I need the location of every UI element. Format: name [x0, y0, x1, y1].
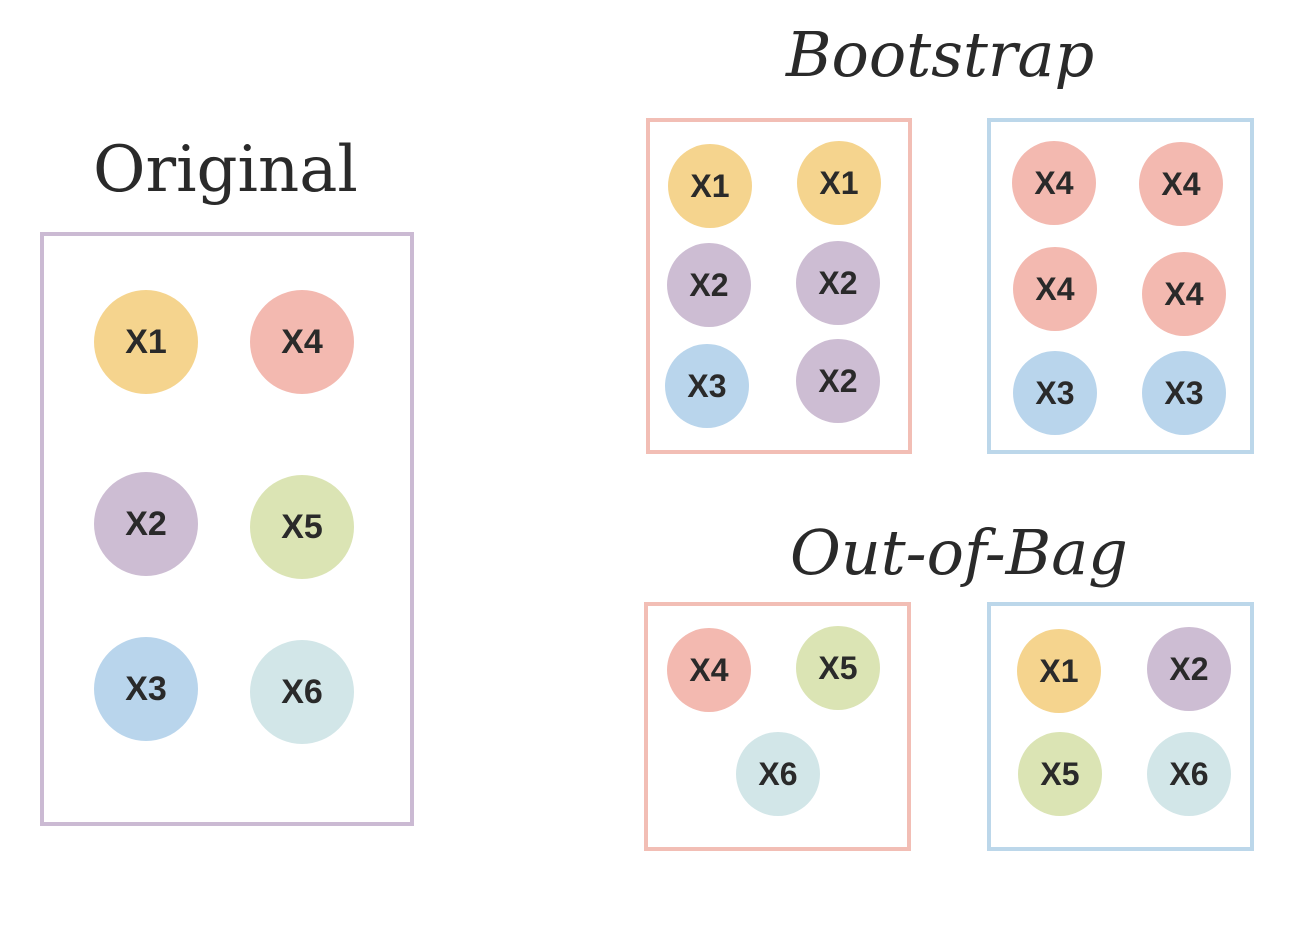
- bootstrap-item: X2: [796, 339, 880, 423]
- item-label: X1: [690, 167, 730, 204]
- original-item: X4: [250, 290, 354, 394]
- out-of-bag-title: Out-of-Bag: [790, 516, 1128, 589]
- oob-item: X2: [1147, 627, 1231, 711]
- item-label: X2: [1169, 650, 1209, 687]
- item-label: X4: [1034, 164, 1074, 201]
- item-label: X3: [125, 669, 167, 708]
- item-label: X1: [125, 322, 167, 361]
- item-label: X4: [1164, 275, 1204, 312]
- item-label: X2: [689, 266, 729, 303]
- item-label: X4: [281, 322, 323, 361]
- item-label: X2: [125, 504, 167, 543]
- item-label: X5: [1040, 755, 1080, 792]
- item-label: X4: [1035, 270, 1075, 307]
- item-label: X2: [818, 264, 858, 301]
- oob-item: X5: [1018, 732, 1102, 816]
- item-label: X6: [758, 755, 798, 792]
- bootstrap-item: X2: [667, 243, 751, 327]
- original-item: X5: [250, 475, 354, 579]
- original-item: X6: [250, 640, 354, 744]
- bootstrap-item: X3: [1142, 351, 1226, 435]
- bootstrap-item: X4: [1139, 142, 1223, 226]
- bootstrap-item: X4: [1013, 247, 1097, 331]
- bootstrap-item: X1: [668, 144, 752, 228]
- original-item: X3: [94, 637, 198, 741]
- item-label: X6: [1169, 755, 1209, 792]
- item-label: X5: [281, 507, 323, 546]
- item-label: X4: [689, 651, 729, 688]
- oob-item: X6: [736, 732, 820, 816]
- bootstrap-sample-box: [646, 118, 912, 454]
- bootstrap-item: X2: [796, 241, 880, 325]
- item-label: X4: [1161, 165, 1201, 202]
- original-title: Original: [93, 133, 358, 207]
- bootstrap-item: X3: [665, 344, 749, 428]
- oob-item: X1: [1017, 629, 1101, 713]
- item-label: X6: [281, 672, 323, 711]
- bootstrap-item: X3: [1013, 351, 1097, 435]
- original-box: [40, 232, 414, 826]
- oob-sample-box: [987, 602, 1254, 851]
- oob-sample-box: [644, 602, 911, 851]
- item-label: X2: [818, 362, 858, 399]
- item-label: X1: [1039, 652, 1079, 689]
- original-item: X2: [94, 472, 198, 576]
- bootstrap-sample-box: [987, 118, 1254, 454]
- item-label: X3: [1035, 374, 1075, 411]
- bootstrap-item: X4: [1012, 141, 1096, 225]
- item-label: X5: [818, 649, 858, 686]
- oob-item: X4: [667, 628, 751, 712]
- oob-item: X5: [796, 626, 880, 710]
- item-label: X3: [687, 367, 727, 404]
- original-item: X1: [94, 290, 198, 394]
- bootstrap-item: X4: [1142, 252, 1226, 336]
- item-label: X3: [1164, 374, 1204, 411]
- oob-item: X6: [1147, 732, 1231, 816]
- item-label: X1: [819, 164, 859, 201]
- bootstrap-title: Bootstrap: [786, 18, 1095, 91]
- bootstrap-item: X1: [797, 141, 881, 225]
